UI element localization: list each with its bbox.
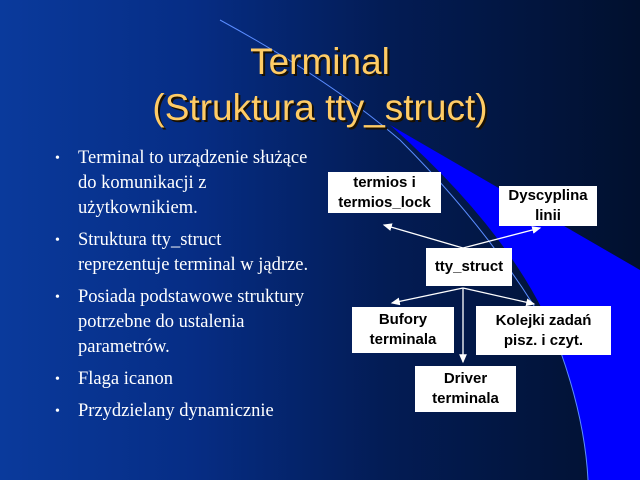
arrow-to-kolejki	[462, 287, 536, 307]
bullet-item: • Przydzielany dynamicznie	[55, 399, 315, 424]
arrow-to-dyscyplina	[462, 226, 542, 249]
bullet-text: Flaga icanon	[78, 369, 174, 389]
slide-title-line2: (Struktura tty_struct)	[152, 87, 488, 128]
bullet-icon: •	[55, 151, 60, 166]
curve-line	[219, 19, 589, 480]
bullet-text: Terminal to urządzenie służące do komuni…	[78, 148, 308, 218]
box-kolejki: Kolejki zadań pisz. i czyt.	[476, 306, 611, 355]
bullet-item: • Terminal to urządzenie służące do komun…	[55, 146, 315, 221]
bullet-item: • Posiada podstawowe struktury potrzebne …	[55, 285, 315, 360]
bullet-icon: •	[55, 404, 60, 419]
bullet-icon: •	[55, 233, 60, 248]
box-driver: Driver terminala	[415, 366, 516, 412]
box-termios: termios i termios_lock	[328, 172, 441, 213]
slide-title-line1: Terminal	[250, 41, 390, 82]
bullet-list: • Terminal to urządzenie służące do komun…	[55, 146, 315, 431]
box-dyscyplina: Dyscyplina linii	[499, 186, 597, 226]
bullet-text: Posiada podstawowe struktury potrzebne d…	[78, 287, 305, 357]
bullet-icon: •	[55, 372, 60, 387]
bullet-text: Przydzielany dynamicznie	[78, 401, 274, 421]
arrow-to-bufory	[390, 287, 464, 306]
box-tty-struct: tty_struct	[426, 248, 512, 286]
blue-wedge	[390, 125, 640, 480]
bullet-icon: •	[55, 290, 60, 305]
bullet-item: • Flaga icanon	[55, 367, 315, 392]
bullet-text: Struktura tty_struct reprezentuje termin…	[78, 230, 309, 275]
box-bufory: Bufory terminala	[352, 307, 454, 353]
bullet-item: • Struktura tty_struct reprezentuje termi…	[55, 228, 315, 278]
arrow-to-termios	[382, 223, 464, 249]
